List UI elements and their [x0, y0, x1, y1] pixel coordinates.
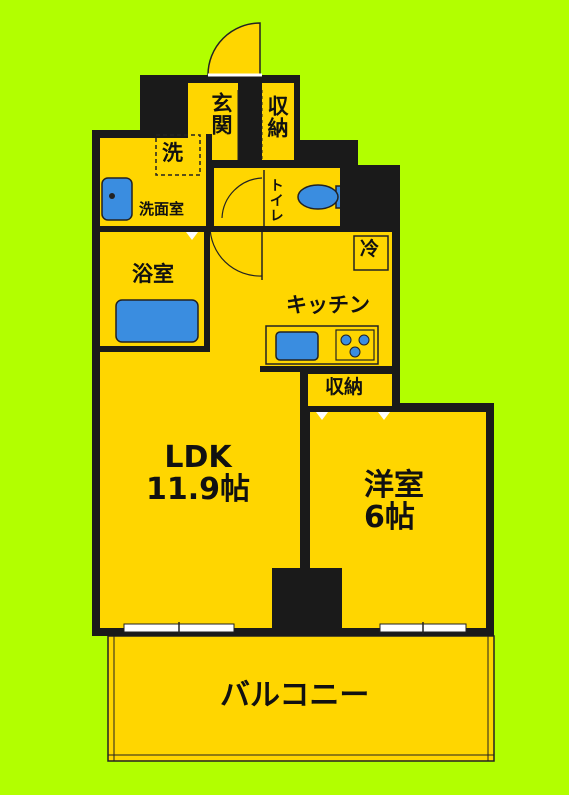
room-label-bath: 浴室	[132, 262, 174, 286]
fixture-label-fridge: 冷	[360, 238, 380, 260]
western-name: 洋室	[364, 468, 424, 503]
room-label-balcony: バルコニー	[220, 678, 370, 713]
room-label-washroom: 洗面室	[139, 200, 185, 218]
room-label-kitchen: キッチン	[286, 293, 370, 317]
balcony-area	[107, 635, 495, 762]
washer-space	[155, 134, 201, 176]
fridge-space	[353, 235, 389, 271]
fixture-label-washer: 洗	[162, 141, 183, 165]
door-swing-icon	[209, 225, 263, 277]
ldk-name: LDK	[164, 440, 232, 475]
bathtub-icon	[115, 299, 199, 343]
sink-icon	[101, 177, 133, 221]
door-swing-icon	[221, 177, 263, 219]
storage-bedroom-floor	[308, 374, 392, 412]
door-swing-icon	[207, 22, 261, 76]
room-label-toilet: トイレ	[267, 178, 284, 223]
room-label-western: 洋室 6帖	[364, 470, 424, 533]
window-icon	[379, 622, 467, 634]
room-label-storage-entrance: 収納	[265, 95, 290, 139]
room-label-ldk: LDK 11.9帖	[146, 442, 250, 505]
storage-entrance-floor	[262, 83, 294, 165]
room-label-entrance: 玄関	[209, 92, 234, 136]
sink-icon	[275, 331, 319, 361]
window-icon	[123, 622, 235, 634]
western-size: 6帖	[364, 499, 415, 535]
ldk-size: 11.9帖	[146, 471, 251, 507]
stove-icon	[335, 329, 375, 361]
room-label-storage-bedroom: 収納	[325, 376, 364, 398]
toilet-icon	[297, 184, 347, 210]
